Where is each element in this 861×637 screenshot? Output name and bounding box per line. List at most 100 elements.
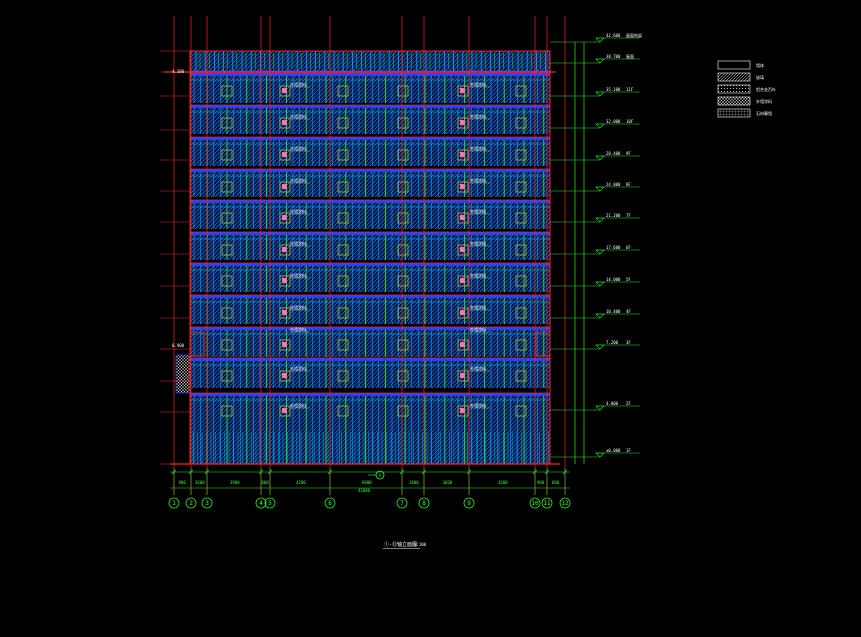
- window-frame: [397, 339, 409, 351]
- level-elevation: 7.200: [606, 340, 619, 345]
- level-name: 11F: [626, 87, 634, 92]
- accent-panel: [460, 278, 465, 283]
- level-name: 7F: [626, 213, 631, 218]
- floor-note: 外墙涂料: [290, 304, 306, 310]
- axis-bubble-3: 3: [201, 497, 213, 509]
- window-frame: [221, 307, 233, 319]
- section-marker-label: A: [379, 473, 382, 478]
- axis-dimension-text: 900: [537, 480, 545, 485]
- building-facade: [164, 50, 560, 465]
- floor-note: 外墙涂料: [290, 145, 306, 151]
- level-elevation: 32.000: [606, 119, 621, 124]
- floor-band-11: [190, 396, 550, 464]
- floor-note: 外墙涂料: [470, 81, 486, 87]
- floor-band-10: [190, 361, 550, 388]
- floor-note: 外墙涂料: [290, 113, 306, 119]
- level-triangle: [595, 58, 605, 64]
- accent-panel: [460, 310, 465, 315]
- axis-dimension-text: 4200: [498, 480, 508, 485]
- window-frame: [515, 85, 527, 97]
- axis-bubble-circle: [264, 497, 276, 509]
- window-frame: [221, 275, 233, 287]
- window-frame: [457, 212, 469, 224]
- level-triangle: [595, 281, 605, 287]
- axis-bubble-1: 1: [168, 497, 180, 509]
- level-name: 2F: [626, 401, 631, 406]
- window-frame: [279, 339, 291, 351]
- axis-bubble-label: 7: [400, 500, 404, 507]
- level-name: 9F: [626, 151, 631, 156]
- axis-bubble-label: 4: [259, 500, 263, 507]
- axis-dimension-text: 600: [552, 480, 560, 485]
- side-wing: [175, 354, 191, 394]
- window-frame: [337, 85, 349, 97]
- axis-grid-lines: [160, 16, 566, 495]
- window-frame: [221, 85, 233, 97]
- window-frame: [221, 149, 233, 161]
- floor-band-1: [190, 76, 550, 103]
- window-frame: [279, 405, 291, 417]
- axis-bubble-12: 12: [559, 497, 571, 509]
- axis-bubble-circle: [418, 497, 430, 509]
- axis-bubble-circle: [559, 497, 571, 509]
- floor-note: 外墙涂料: [290, 81, 306, 87]
- slab-edge: [190, 200, 550, 203]
- window-frame: [457, 85, 469, 97]
- window-frame: [221, 181, 233, 193]
- level-triangle: [595, 186, 605, 192]
- floor-band-2: [190, 108, 550, 134]
- accent-panel: [460, 88, 465, 93]
- floor-note: 外墙涂料: [470, 208, 486, 214]
- floor-note: 外墙涂料: [290, 272, 306, 278]
- accent-panel: [282, 342, 287, 347]
- level-elevation: 14.000: [606, 277, 621, 282]
- axis-dimension-text: 1800: [409, 480, 419, 485]
- floor-notes: 外墙涂料外墙涂料外墙涂料外墙涂料外墙涂料外墙涂料外墙涂料外墙涂料外墙涂料外墙涂料…: [290, 81, 490, 409]
- level-triangle: [595, 452, 605, 458]
- level-name: 6F: [626, 245, 631, 250]
- axis-bubble-8: 8: [418, 497, 430, 509]
- floor-note: 外墙涂料: [290, 402, 306, 408]
- window-frame: [221, 244, 233, 256]
- window-frame: [515, 181, 527, 193]
- facade-outline: [189, 50, 551, 465]
- accent-panel: [460, 342, 465, 347]
- overall-dimension: 42000: [358, 488, 371, 493]
- accent-panel: [282, 184, 287, 189]
- window-frame: [279, 149, 291, 161]
- window-frame: [397, 149, 409, 161]
- axis-bubble-label: 8: [422, 500, 426, 507]
- window-frame: [337, 117, 349, 129]
- window-frame: [397, 405, 409, 417]
- slab-edge: [190, 137, 550, 140]
- window-frame: [515, 117, 527, 129]
- window-frame: [337, 370, 349, 382]
- legend-swatch: [717, 60, 751, 70]
- window-frame: [279, 370, 291, 382]
- level-triangle: [595, 37, 605, 43]
- accent-panel: [460, 120, 465, 125]
- axis-bubble-11: 11: [541, 497, 553, 509]
- window-frame: [515, 370, 527, 382]
- level-name: 屋面: [626, 53, 634, 59]
- window-frame: [397, 370, 409, 382]
- floor-note: 外墙涂料: [470, 113, 486, 119]
- axis-bubble-circle: [201, 497, 213, 509]
- accent-panel: [282, 120, 287, 125]
- window-frame: [397, 307, 409, 319]
- window-frame: [515, 244, 527, 256]
- axis-dimension-text: 900: [179, 480, 187, 485]
- accent-panel: [460, 373, 465, 378]
- axis-bubble-label: 2: [189, 500, 193, 507]
- axis-bubble-circle: [324, 497, 336, 509]
- slab-edge: [190, 393, 550, 396]
- window-frame: [457, 339, 469, 351]
- axis-bubble-circle: [185, 497, 197, 509]
- accent-panel: [282, 373, 287, 378]
- slab-edge: [190, 105, 550, 108]
